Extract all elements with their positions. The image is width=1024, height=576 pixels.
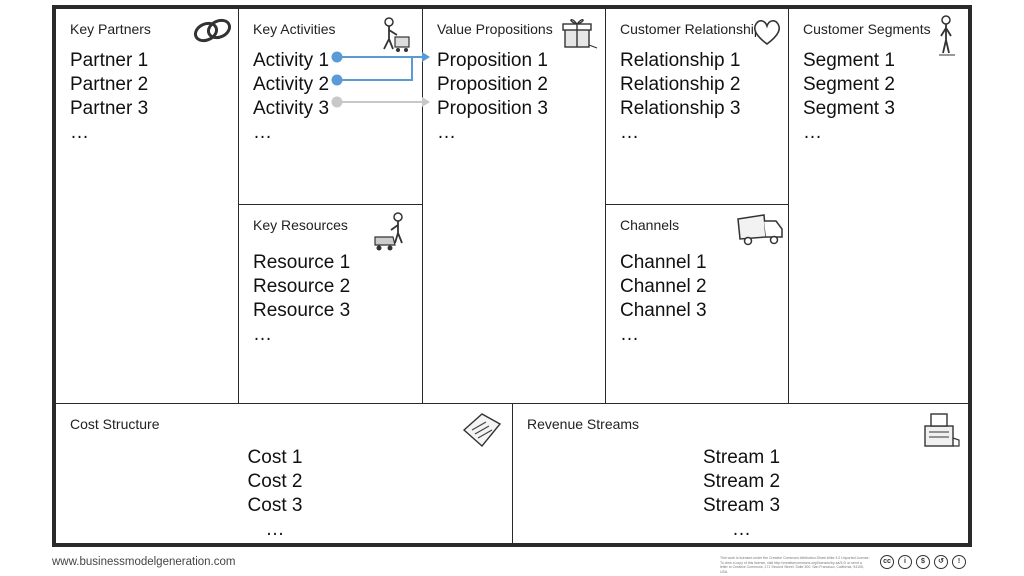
list-item: Channel 3 bbox=[620, 300, 707, 321]
cc-icon: cc bbox=[880, 555, 894, 569]
key-resources-list: Resource 1 Resource 2 Resource 3 … bbox=[253, 251, 350, 347]
list-item: Segment 1 bbox=[803, 50, 895, 71]
list-item: Relationship 2 bbox=[620, 74, 741, 95]
list-item: … bbox=[253, 324, 272, 345]
cost-structure-block: Cost Structure Cost 1 Cost 2 Cost 3 … bbox=[55, 403, 513, 544]
channels-list: Channel 1 Channel 2 Channel 3 … bbox=[620, 251, 707, 347]
value-propositions-block: Value Propositions Proposition 1 Proposi… bbox=[422, 8, 606, 404]
customer-relationships-block: Customer Relationships Relationship 1 Re… bbox=[605, 8, 789, 205]
info-icon: ! bbox=[952, 555, 966, 569]
list-item: … bbox=[70, 122, 89, 143]
footer-url: www.businessmodelgeneration.com bbox=[52, 556, 236, 568]
worker-with-forklift-icon bbox=[374, 212, 403, 251]
list-item: Cost 2 bbox=[247, 471, 303, 492]
attribution-icon: i bbox=[898, 555, 912, 569]
key-activities-list: Activity 1 Activity 2 Activity 3 … bbox=[253, 49, 329, 145]
customer-relationships-title: Customer Relationships bbox=[620, 21, 769, 37]
list-item: Activity 2 bbox=[253, 74, 330, 95]
key-activities-block: Key Activities Activity 1 Activity 2 Act… bbox=[238, 8, 423, 205]
key-partners-list: Partner 1 Partner 2 Partner 3 … bbox=[70, 49, 148, 145]
business-model-canvas: Key Partners Partner 1 Partner 2 Partner… bbox=[52, 5, 972, 547]
list-item: Stream 1 bbox=[702, 447, 781, 468]
list-item: … bbox=[620, 324, 639, 345]
cost-structure-title: Cost Structure bbox=[70, 416, 160, 432]
list-item: Resource 3 bbox=[253, 300, 351, 321]
list-item: Stream 2 bbox=[702, 471, 781, 492]
key-partners-title: Key Partners bbox=[70, 21, 151, 37]
list-item: Activity 1 bbox=[253, 50, 330, 71]
customer-segments-block: Customer Segments Segment 1 Segment 2 Se… bbox=[788, 8, 969, 404]
gift-box-icon bbox=[562, 19, 598, 49]
key-resources-block: Key Resources Resource 1 Resource 2 Reso… bbox=[238, 204, 423, 404]
revenue-streams-block: Revenue Streams Stream 1 Stream 2 Stream… bbox=[512, 403, 969, 544]
customer-segments-title: Customer Segments bbox=[803, 21, 931, 37]
list-item: Proposition 1 bbox=[437, 50, 548, 71]
cash-register-icon bbox=[924, 413, 960, 447]
value-propositions-title: Value Propositions bbox=[437, 21, 553, 37]
list-item: Segment 3 bbox=[803, 98, 895, 119]
list-item: … bbox=[803, 122, 822, 143]
list-item: Channel 1 bbox=[620, 252, 707, 273]
list-item: Activity 3 bbox=[253, 98, 330, 119]
cost-structure-list: Cost 1 Cost 2 Cost 3 … bbox=[46, 446, 504, 542]
list-item: … bbox=[620, 122, 639, 143]
list-item: Partner 3 bbox=[70, 98, 149, 119]
list-item: Proposition 3 bbox=[437, 98, 548, 119]
license-area: This work is licensed under the Creative… bbox=[720, 553, 972, 574]
list-item: Relationship 3 bbox=[620, 98, 741, 119]
license-text: This work is licensed under the Creative… bbox=[720, 556, 870, 574]
channels-block: Channels Channel 1 Channel 2 Channel 3 … bbox=[605, 204, 789, 404]
delivery-truck-icon bbox=[737, 214, 783, 246]
revenue-streams-list: Stream 1 Stream 2 Stream 3 … bbox=[513, 446, 970, 542]
list-item: Stream 3 bbox=[702, 495, 781, 516]
list-item: … bbox=[732, 519, 751, 540]
key-activities-title: Key Activities bbox=[253, 21, 336, 37]
list-item: … bbox=[265, 519, 285, 540]
list-item: … bbox=[253, 122, 272, 143]
list-item: Resource 2 bbox=[253, 276, 351, 297]
list-item: Partner 2 bbox=[70, 74, 149, 95]
chain-link-icon bbox=[193, 18, 232, 43]
list-item: Cost 3 bbox=[247, 495, 303, 516]
list-item: Proposition 2 bbox=[437, 74, 548, 95]
channels-title: Channels bbox=[620, 217, 680, 233]
price-tag-icon bbox=[462, 413, 502, 448]
list-item: … bbox=[437, 122, 456, 143]
key-partners-block: Key Partners Partner 1 Partner 2 Partner… bbox=[55, 8, 239, 404]
list-item: Segment 2 bbox=[803, 74, 895, 95]
customer-segments-list: Segment 1 Segment 2 Segment 3 … bbox=[803, 49, 895, 145]
list-item: Cost 1 bbox=[247, 447, 303, 468]
list-item: Channel 2 bbox=[620, 276, 707, 297]
customer-relationships-list: Relationship 1 Relationship 2 Relationsh… bbox=[620, 49, 740, 145]
share-alike-icon: ↺ bbox=[934, 555, 948, 569]
list-item: Partner 1 bbox=[70, 50, 149, 71]
person-icon bbox=[939, 15, 955, 56]
value-propositions-list: Proposition 1 Proposition 2 Proposition … bbox=[437, 49, 548, 145]
worker-with-cart-icon bbox=[383, 17, 410, 52]
key-resources-title: Key Resources bbox=[253, 217, 348, 233]
revenue-streams-title: Revenue Streams bbox=[527, 416, 640, 432]
list-item: Resource 1 bbox=[253, 252, 351, 273]
list-item: Relationship 1 bbox=[620, 50, 741, 71]
noncommercial-icon: $ bbox=[916, 555, 930, 569]
heart-icon bbox=[753, 20, 781, 46]
